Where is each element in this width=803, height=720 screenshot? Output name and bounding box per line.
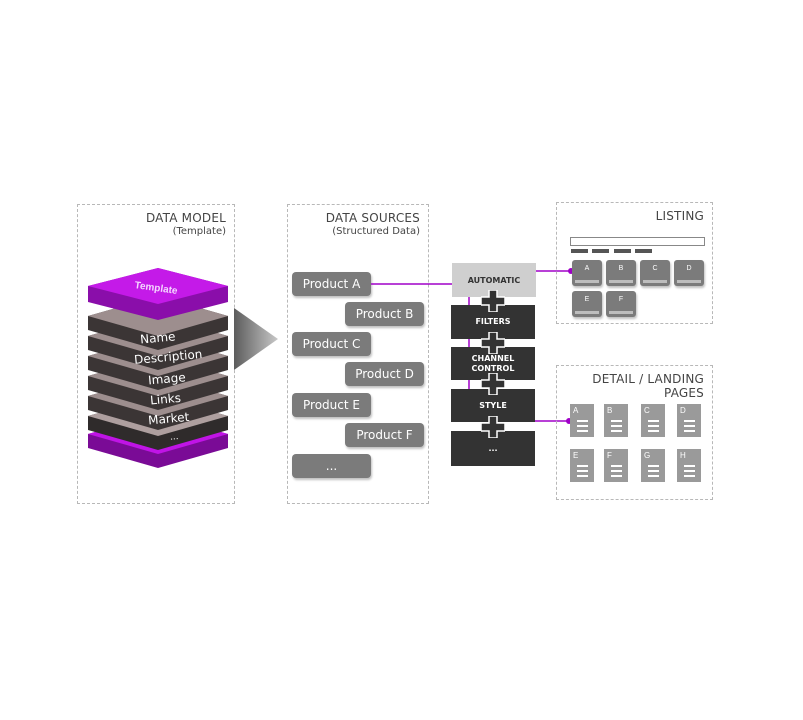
detail-page-a[interactable]: A [570, 404, 594, 437]
listing-tile-e[interactable]: E [572, 291, 602, 317]
product-more[interactable]: ... [292, 454, 371, 478]
listing-tile-f[interactable]: F [606, 291, 636, 317]
listing-nav-tab [614, 249, 631, 253]
product-e[interactable]: Product E [292, 393, 371, 417]
doc-label: G [644, 451, 651, 460]
listing-nav-tab [571, 249, 588, 253]
detail-page-h[interactable]: H [677, 449, 701, 482]
data-sources-panel: DATA SOURCES (Structured Data) [287, 204, 429, 504]
tile-label: F [618, 296, 624, 303]
plus-icon [481, 416, 505, 438]
tile-label: D [686, 265, 692, 272]
doc-label: H [680, 451, 686, 460]
doc-label: F [607, 451, 612, 460]
product-c[interactable]: Product C [292, 332, 371, 356]
tile-label: B [618, 265, 624, 272]
tile-label: C [652, 265, 658, 272]
listing-nav-tab [635, 249, 652, 253]
detail-title-line2: PAGES [664, 386, 704, 400]
tile-label: E [584, 296, 590, 303]
data-sources-subtitle: (Structured Data) [332, 226, 420, 237]
doc-label: B [607, 406, 613, 415]
data-model-title: DATA MODEL [145, 211, 226, 225]
doc-label: A [573, 406, 579, 415]
template-stack [88, 268, 228, 468]
listing-tile-b[interactable]: B [606, 260, 636, 286]
detail-page-e[interactable]: E [570, 449, 594, 482]
detail-page-g[interactable]: G [641, 449, 665, 482]
doc-label: E [573, 451, 579, 460]
product-a[interactable]: Product A [292, 272, 371, 296]
doc-label: C [644, 406, 650, 415]
listing-nav-tab [592, 249, 609, 253]
listing-title: LISTING [655, 209, 704, 223]
plus-icon [481, 332, 505, 354]
listing-search-bar [570, 237, 705, 246]
flow-arrow-icon [234, 308, 278, 370]
detail-page-c[interactable]: C [641, 404, 665, 437]
listing-tile-d[interactable]: D [674, 260, 704, 286]
plus-icon [481, 373, 505, 395]
detail-panel: DETAIL / LANDING PAGES [556, 365, 713, 500]
detail-page-b[interactable]: B [604, 404, 628, 437]
data-sources-title: DATA SOURCES [325, 211, 420, 225]
data-model-subtitle: (Template) [172, 226, 226, 237]
tile-label: A [584, 265, 590, 272]
product-d[interactable]: Product D [345, 362, 424, 386]
plus-icon [481, 290, 505, 312]
detail-page-d[interactable]: D [677, 404, 701, 437]
detail-page-f[interactable]: F [604, 449, 628, 482]
doc-label: D [680, 406, 686, 415]
product-b[interactable]: Product B [345, 302, 424, 326]
listing-tile-c[interactable]: C [640, 260, 670, 286]
product-f[interactable]: Product F [345, 423, 424, 447]
listing-tile-a[interactable]: A [572, 260, 602, 286]
listing-panel: LISTING [556, 202, 713, 324]
detail-title-line1: DETAIL / LANDING [592, 372, 704, 386]
